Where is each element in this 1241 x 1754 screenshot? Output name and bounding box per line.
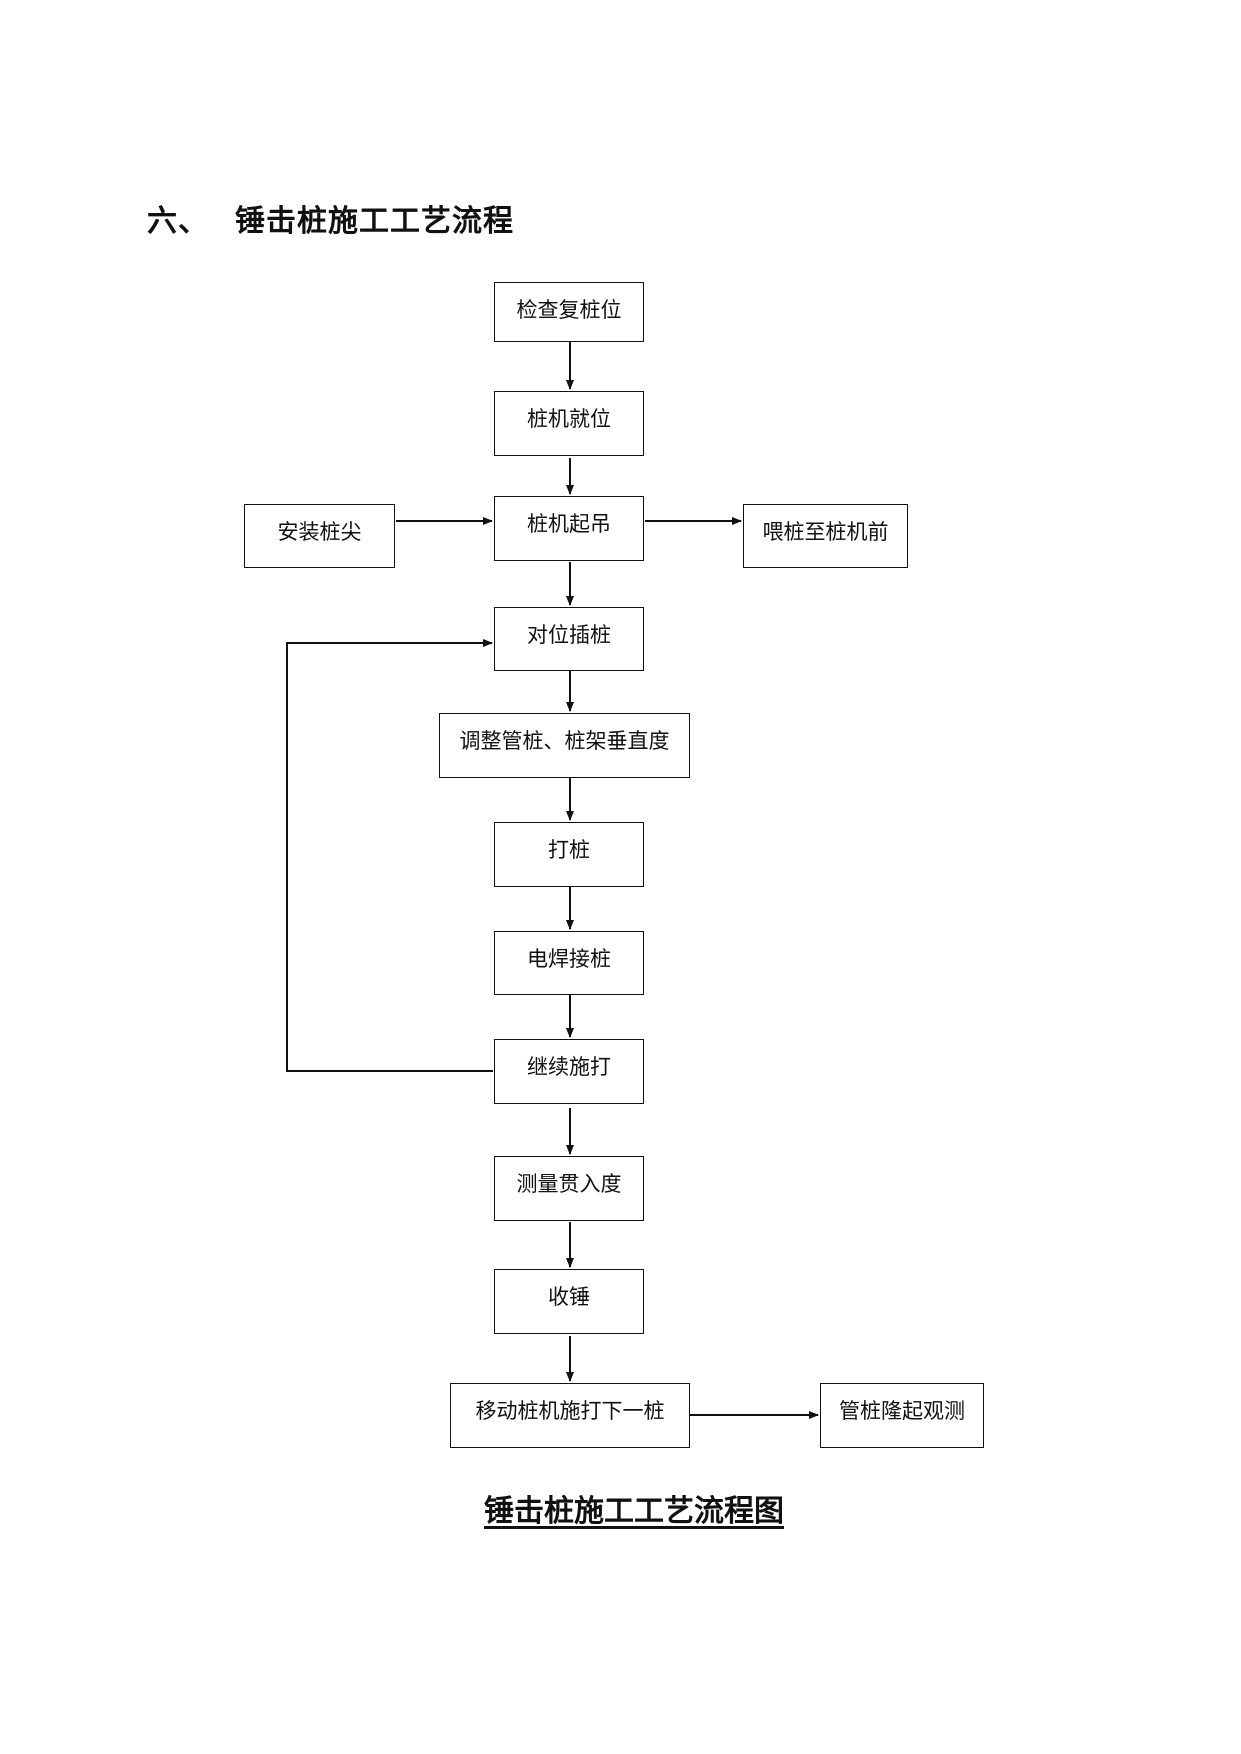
step-measure-penetration: 测量贯入度	[494, 1156, 644, 1221]
step-label: 打桩	[548, 838, 590, 862]
step-pile-driver-in-position: 桩机就位	[494, 391, 644, 456]
step-label: 收锤	[548, 1285, 590, 1309]
step-weld-splice: 电焊接桩	[494, 931, 644, 995]
figure-caption: 锤击桩施工工艺流程图	[484, 1494, 784, 1529]
step-label: 调整管桩、桩架垂直度	[459, 729, 670, 753]
step-label: 桩机就位	[527, 407, 611, 431]
step-pile-driver-lift: 桩机起吊	[494, 496, 644, 561]
step-label: 喂桩至桩机前	[762, 520, 889, 544]
step-drive-pile: 打桩	[494, 822, 644, 887]
section-title: 锤击桩施工工艺流程	[235, 204, 514, 239]
step-install-pile-tip: 安装桩尖	[244, 504, 395, 568]
step-label: 管桩隆起观测	[839, 1399, 965, 1423]
section-heading: 六、锤击桩施工工艺流程	[147, 196, 514, 240]
step-label: 对位插桩	[527, 623, 611, 647]
step-move-to-next-pile: 移动桩机施打下一桩	[450, 1383, 690, 1448]
step-continue-driving: 继续施打	[494, 1039, 644, 1104]
step-label: 桩机起吊	[527, 512, 611, 536]
step-label: 继续施打	[527, 1055, 611, 1079]
step-check-pile-position: 检查复桩位	[494, 282, 644, 342]
section-number: 六、	[147, 204, 209, 239]
step-adjust-verticality: 调整管桩、桩架垂直度	[439, 713, 690, 778]
step-label: 电焊接桩	[527, 947, 611, 971]
step-align-insert-pile: 对位插桩	[494, 607, 644, 671]
step-label: 安装桩尖	[277, 520, 362, 544]
loop-back-connector	[286, 639, 493, 1072]
step-label: 测量贯入度	[516, 1172, 622, 1196]
step-label: 检查复桩位	[516, 298, 622, 322]
step-pile-heave-observation: 管桩隆起观测	[820, 1383, 984, 1448]
step-label: 移动桩机施打下一桩	[475, 1399, 665, 1423]
step-stop-hammering: 收锤	[494, 1269, 644, 1334]
step-feed-pile: 喂桩至桩机前	[743, 504, 908, 568]
